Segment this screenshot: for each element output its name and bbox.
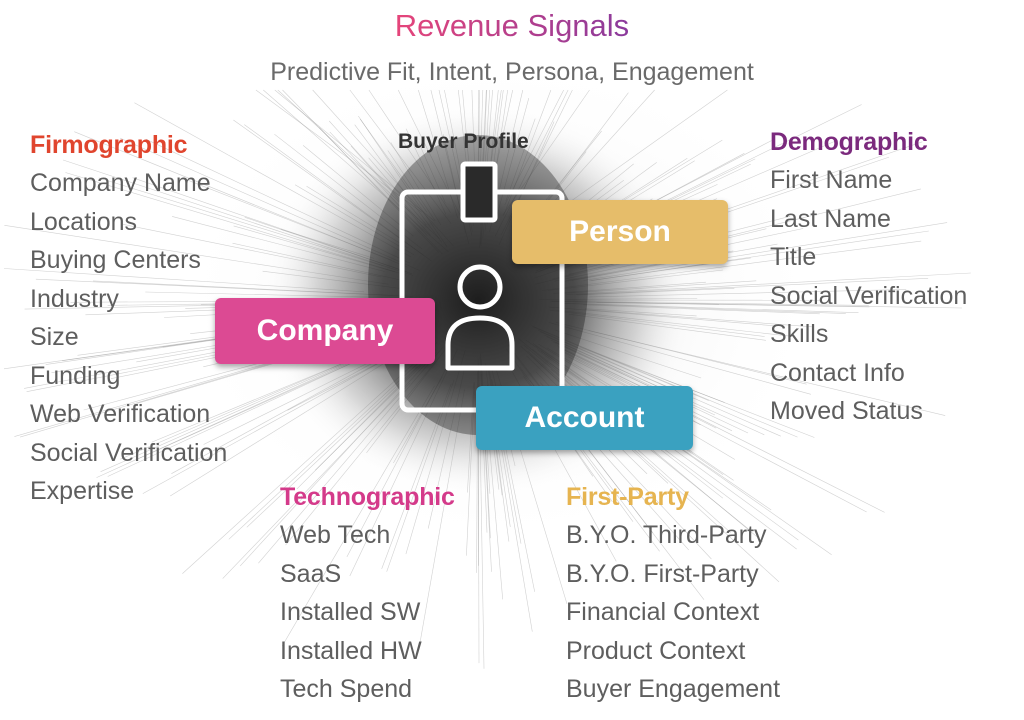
demographic-group: Demographic First Name Last Name Title S… [770,123,967,431]
firmographic-group: Firmographic Company Name Locations Buyi… [30,126,227,511]
list-item: Product Context [566,636,746,665]
firmographic-list: Company Name Locations Buying Centers In… [30,164,227,511]
list-item: Buying Centers [30,246,201,274]
list-item: Installed HW [280,636,422,665]
list-item: Locations [30,207,138,236]
account-badge-label: Account [524,401,645,434]
demographic-list: First Name Last Name Title Social Verifi… [770,161,967,431]
first-party-list: B.Y.O. Third-Party B.Y.O. First-Party Fi… [566,516,780,709]
company-badge-label: Company [256,314,394,347]
first-party-group: First-Party B.Y.O. Third-Party B.Y.O. Fi… [566,478,780,709]
list-item: B.Y.O. Third-Party [566,521,767,549]
page-title: Revenue Signals [0,8,1024,44]
account-badge: Account [476,386,693,450]
list-item: Buyer Engagement [566,675,781,703]
list-item: Web Verification [30,400,211,428]
list-item: Moved Status [770,397,923,425]
list-item: Company Name [30,169,211,197]
list-item: Tech Spend [280,675,413,703]
title-text: Revenue Signals [394,8,630,43]
page-subtitle: Predictive Fit, Intent, Persona, Engagem… [270,58,754,86]
list-item: First Name [770,166,893,194]
list-item: Social Verification [770,281,968,310]
list-item: Financial Context [566,598,760,626]
list-item: B.Y.O. First-Party [566,559,759,588]
technographic-group: Technographic Web Tech SaaS Installed SW… [280,478,455,709]
technographic-heading: Technographic [280,483,455,511]
demographic-heading: Demographic [770,128,928,156]
technographic-list: Web Tech SaaS Installed SW Installed HW … [280,516,455,709]
first-party-heading: First-Party [566,483,689,511]
firmographic-heading: Firmographic [30,131,188,159]
list-item: Installed SW [280,598,421,626]
buyer-profile-label: Buyer Profile [398,130,529,153]
list-item: Social Verification [30,438,228,467]
list-item: Last Name [770,204,891,233]
list-item: SaaS [280,559,342,588]
person-badge: Person [512,200,728,264]
list-item: Industry [30,284,119,313]
list-item: Web Tech [280,521,391,549]
person-badge-label: Person [569,215,671,248]
list-item: Size [30,323,79,351]
list-item: Skills [770,320,829,348]
list-item: Funding [30,361,121,390]
company-badge: Company [215,298,435,364]
list-item: Expertise [30,477,135,505]
list-item: Title [770,243,817,271]
list-item: Contact Info [770,358,905,387]
